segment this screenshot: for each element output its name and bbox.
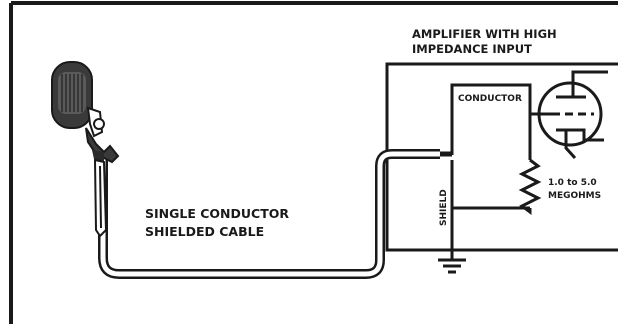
microphone-icon — [51, 61, 120, 238]
grid-resistor — [452, 158, 542, 215]
conductor-wire — [450, 83, 552, 160]
cable-label-line1: SINGLE CONDUCTOR — [145, 206, 289, 221]
resistor-value-line1: 1.0 to 5.0 — [548, 178, 597, 188]
amplifier-label-line2: IMPEDANCE INPUT — [412, 42, 532, 56]
resistor-value-line2: MEGOHMS — [548, 191, 601, 201]
amplifier-label-line1: AMPLIFIER WITH HIGH — [412, 27, 557, 41]
shielded-cable — [98, 149, 452, 279]
conductor-label: CONDUCTOR — [458, 94, 522, 104]
ground-symbol — [438, 160, 466, 274]
label-group: AMPLIFIER WITH HIGH IMPEDANCE INPUT COND… — [145, 27, 601, 239]
page-border — [9, 1, 618, 324]
cable-label-line2: SHIELDED CABLE — [145, 224, 264, 239]
shield-label: SHIELD — [439, 189, 449, 226]
